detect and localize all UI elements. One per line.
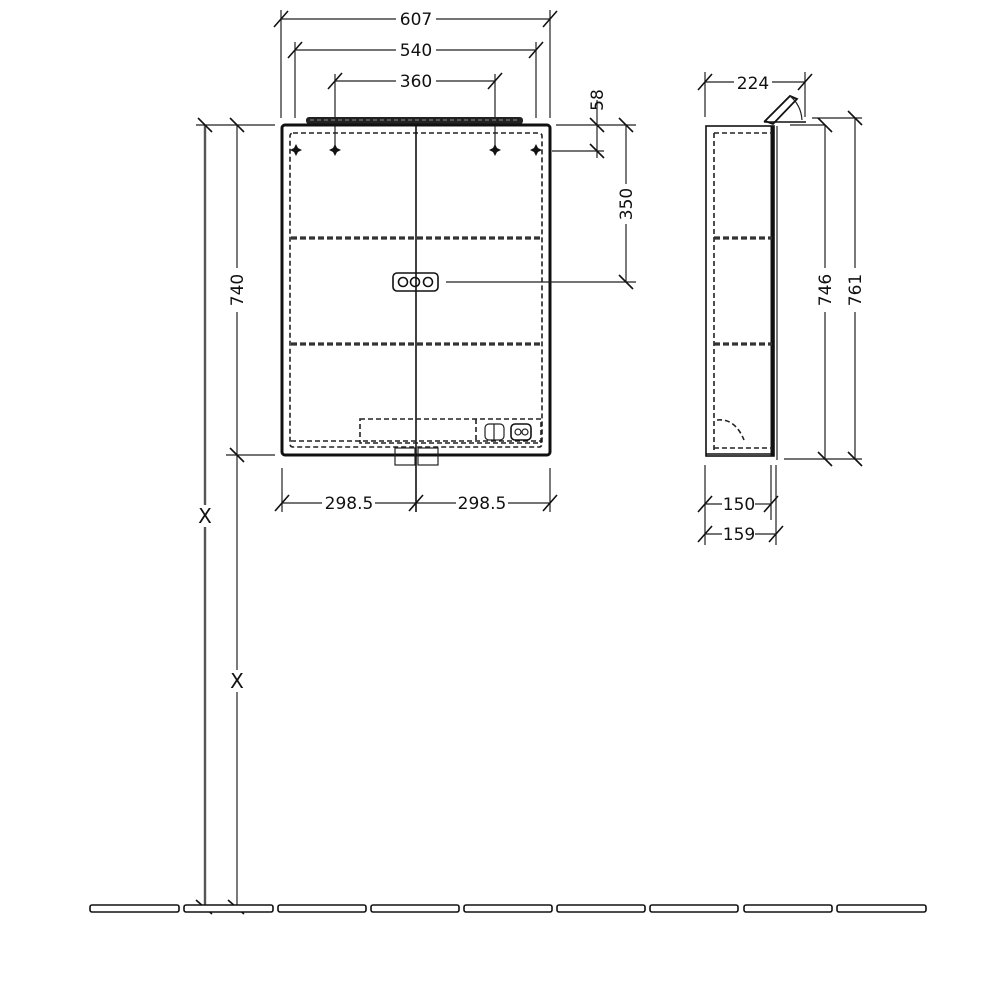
label-540: 540 — [400, 41, 432, 61]
light-bar — [306, 117, 523, 124]
label-159: 159 — [723, 525, 755, 545]
label-740: 740 — [228, 274, 248, 306]
dim-top-offset: 58 — [552, 89, 636, 159]
mount-hole-icon — [329, 144, 341, 156]
mount-hole-icon — [290, 144, 302, 156]
switch-button-icon — [422, 276, 434, 288]
side-view: 224 — [697, 72, 866, 545]
label-746: 746 — [816, 274, 836, 306]
socket-compartment — [359, 418, 542, 444]
mounting-holes — [290, 144, 542, 156]
dim-mount-height: X X — [195, 117, 245, 915]
label-150: 150 — [723, 495, 755, 515]
label-x-outer: X — [198, 504, 212, 528]
light-fixture-side — [763, 94, 825, 126]
dim-overall-width: 607 — [273, 10, 558, 118]
dim-hole-spacing: 360 — [327, 72, 503, 150]
door-handle-right — [417, 447, 439, 466]
mount-hole-icon — [530, 144, 542, 156]
label-298-5-right: 298.5 — [458, 494, 507, 514]
label-x-inner: X — [230, 669, 244, 693]
socket-icon — [510, 423, 532, 441]
door-handle-left — [394, 447, 416, 466]
dim-side-depths: 150 159 — [697, 465, 784, 545]
label-607: 607 — [400, 10, 432, 30]
dim-body-height: 740 — [196, 117, 275, 905]
dim-half-widths: 298.5 298.5 — [274, 468, 558, 514]
side-body — [705, 125, 775, 457]
label-350: 350 — [617, 188, 637, 220]
dim-socket-height: 350 — [617, 117, 637, 290]
compartment-hidden — [359, 418, 542, 444]
dim-inner-width: 540 — [287, 41, 544, 118]
label-224: 224 — [737, 74, 769, 94]
label-761: 761 — [846, 274, 866, 306]
switch-panel — [392, 272, 636, 292]
switch-button-icon — [397, 276, 409, 288]
front-view: 607 540 360 — [195, 10, 637, 915]
floor-line — [89, 904, 927, 913]
dim-top-depth: 224 — [697, 72, 813, 117]
mount-hole-icon — [489, 144, 501, 156]
label-298-5-left: 298.5 — [325, 494, 374, 514]
switch-housing — [392, 272, 439, 292]
switch-button-icon — [409, 276, 421, 288]
label-360: 360 — [400, 72, 432, 92]
label-58: 58 — [588, 89, 608, 111]
dim-side-heights: 746 761 — [784, 110, 866, 467]
socket-arc — [716, 419, 745, 441]
